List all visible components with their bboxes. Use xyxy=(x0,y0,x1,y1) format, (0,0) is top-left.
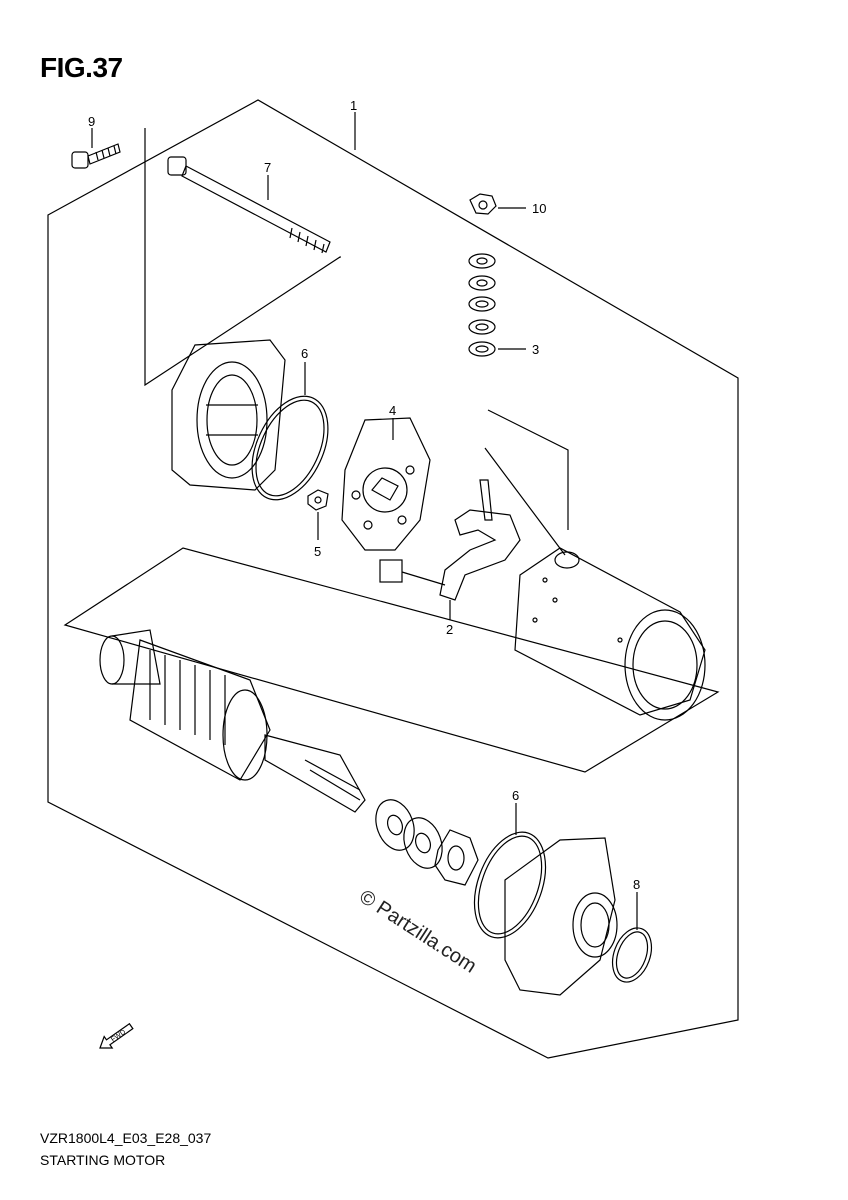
nut-5-icon xyxy=(307,489,329,511)
bolt-group-outline xyxy=(144,128,341,387)
callout-5: 5 xyxy=(314,544,321,559)
fwd-arrow-icon: FWD xyxy=(99,1022,134,1049)
brush-group-outline xyxy=(484,409,569,556)
through-bolt-7-icon xyxy=(167,156,331,254)
armature-icon xyxy=(99,629,366,813)
o-ring-8-icon xyxy=(611,927,653,983)
callout-8: 8 xyxy=(633,877,640,892)
callout-7: 7 xyxy=(264,160,271,175)
washer-stack-3-icon xyxy=(468,253,496,357)
brush-plate-4-icon xyxy=(341,417,431,551)
o-ring-6-bottom-icon xyxy=(473,831,547,939)
callout-6-bottom: 6 xyxy=(512,788,519,803)
rear-housing-icon xyxy=(171,339,286,491)
fwd-label: FWD xyxy=(110,1029,127,1044)
bolt-9-icon xyxy=(71,143,121,169)
callout-3: 3 xyxy=(532,342,539,357)
nut-10-icon xyxy=(469,193,497,215)
callout-10: 10 xyxy=(532,201,546,216)
assembly-outline xyxy=(47,99,739,1059)
motor-yoke-icon xyxy=(514,547,706,721)
front-housing-icon xyxy=(504,837,618,996)
shaft-washers-icon xyxy=(375,799,479,886)
brush-holder-2-icon xyxy=(379,479,521,601)
armature-outline xyxy=(63,547,720,773)
callout-9: 9 xyxy=(88,114,95,129)
figure-title: FIG.37 xyxy=(40,52,123,83)
callout-1: 1 xyxy=(350,98,357,113)
callout-6-top: 6 xyxy=(301,346,308,361)
callout-2: 2 xyxy=(446,622,453,637)
diagram-code: VZR1800L4_E03_E28_037 xyxy=(40,1130,212,1146)
o-ring-6-top-icon xyxy=(251,395,329,501)
watermark: © Partzilla.com xyxy=(355,886,480,978)
diagram-caption: STARTING MOTOR xyxy=(40,1152,166,1168)
callout-4: 4 xyxy=(389,403,396,418)
